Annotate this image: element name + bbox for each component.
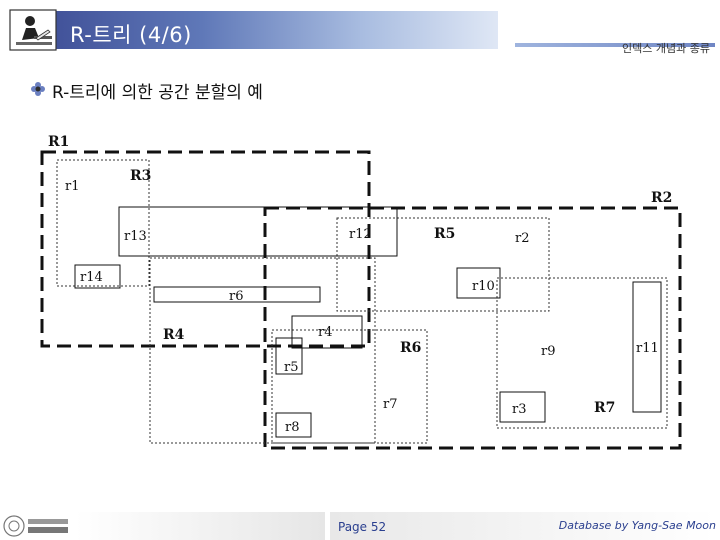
label-R2: R2 xyxy=(651,190,672,206)
label-r1: r1 xyxy=(65,179,80,194)
label-R6: R6 xyxy=(400,340,421,356)
label-R1: R1 xyxy=(48,134,69,150)
label-r9: r9 xyxy=(541,344,556,359)
region-R4 xyxy=(150,258,375,443)
label-r11: r11 xyxy=(636,341,659,356)
label-r13: r13 xyxy=(124,229,147,244)
label-R4: R4 xyxy=(163,327,185,343)
label-r4: r4 xyxy=(318,325,333,340)
label-R5: R5 xyxy=(434,226,455,242)
footer-band-left xyxy=(75,512,325,540)
label-R7: R7 xyxy=(594,400,615,416)
page-number: Page 52 xyxy=(338,520,386,534)
label-r6: r6 xyxy=(229,289,244,304)
label-r3: r3 xyxy=(512,402,527,417)
label-r8: r8 xyxy=(285,420,300,435)
label-r14: r14 xyxy=(80,270,103,285)
label-R3: R3 xyxy=(130,168,151,184)
label-r10: r10 xyxy=(472,279,495,294)
label-r5: r5 xyxy=(284,360,299,375)
label-r7: r7 xyxy=(383,397,398,412)
footer-credit: Database by Yang-Sae Moon xyxy=(559,519,716,532)
university-seal-icon xyxy=(2,514,72,538)
label-r12: r12 xyxy=(349,227,372,242)
label-r2: r2 xyxy=(515,231,530,246)
region-R1 xyxy=(42,152,369,346)
